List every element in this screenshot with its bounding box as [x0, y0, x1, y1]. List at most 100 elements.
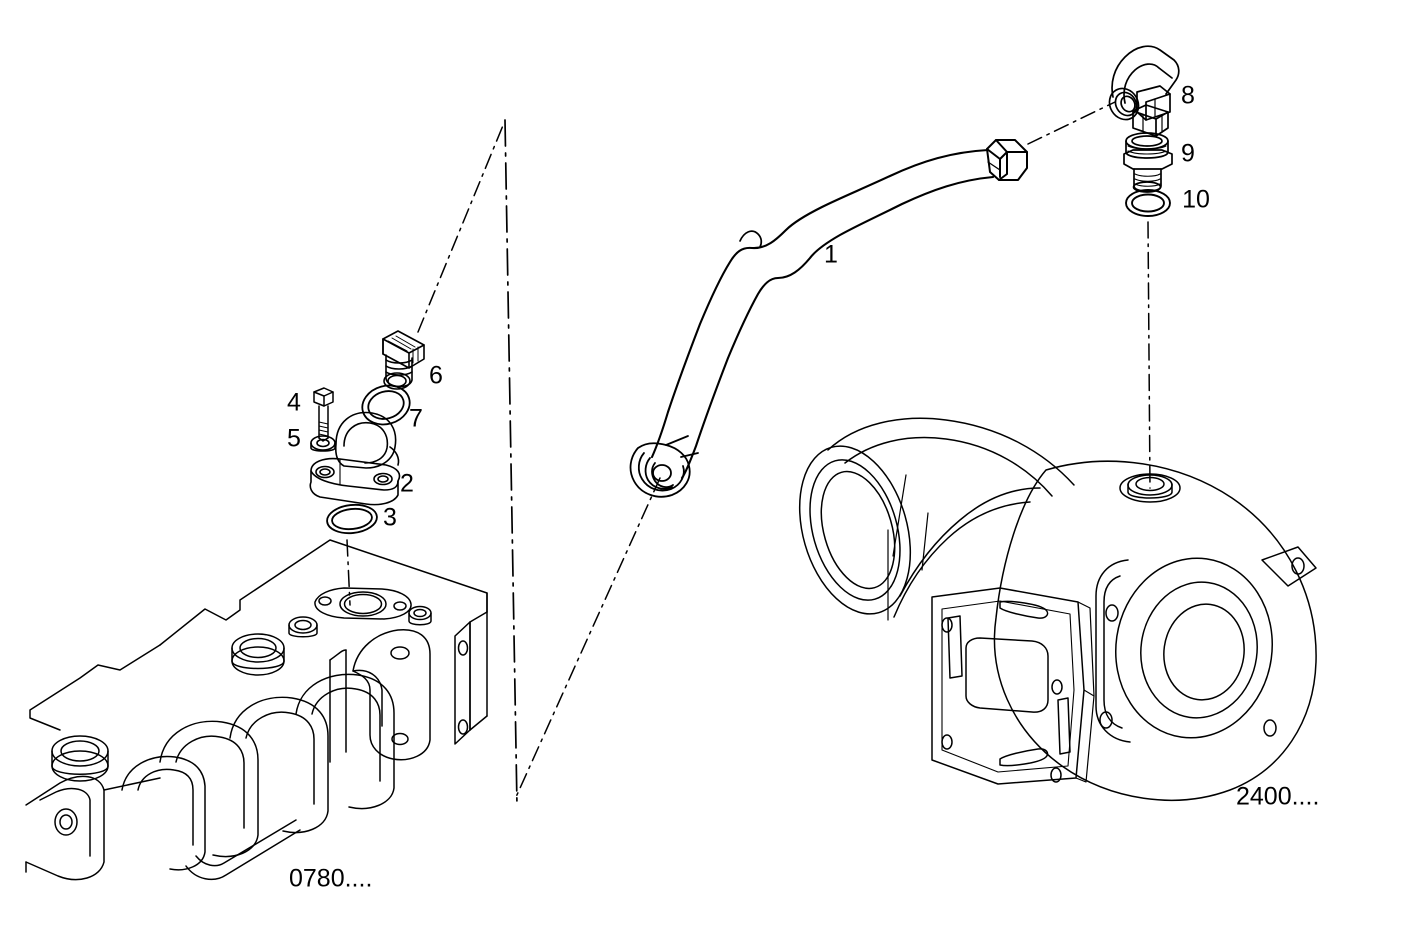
elbow-hex-nut — [1132, 104, 1169, 137]
group-label-left: 0780.... — [289, 865, 372, 893]
skirt-bottom-curve-inner — [195, 819, 297, 867]
callout-7: 7 — [409, 405, 423, 433]
sealing-washer-outer — [1125, 189, 1171, 217]
turbo-bearing-bore — [1163, 603, 1245, 701]
skirt-edge-a — [103, 777, 161, 791]
bolt-tip — [318, 437, 329, 442]
elbow-mouth-inner — [1120, 95, 1136, 113]
bolt-thread-1 — [318, 421, 329, 425]
union-thread-1 — [385, 359, 413, 364]
washer-hole — [316, 438, 330, 448]
turbo-elbow-crease-b — [921, 512, 929, 571]
mount-hole-tl — [941, 617, 953, 633]
banjo-to-head-centerline — [515, 477, 661, 798]
foot-bracket-hole-inner — [59, 814, 73, 830]
left-vertical-centerline — [346, 539, 351, 606]
bearing-flange-left-lug-inner — [1103, 575, 1123, 729]
flange-bolt-hole-right — [373, 472, 393, 486]
pipe-upper-contour — [650, 148, 990, 459]
oil-inlet-boss-outer — [1119, 473, 1181, 503]
bracket-arm-outer — [352, 629, 431, 761]
large-boss-bottom-rim — [231, 646, 285, 676]
elbow-corner-facet — [1145, 93, 1171, 121]
union-hatch-2 — [391, 337, 412, 350]
callout-5: 5 — [287, 425, 301, 453]
large-boss-bore — [239, 637, 277, 659]
banjo-neck-bottom — [680, 452, 699, 458]
foot-bracket-hole — [54, 808, 78, 836]
mount-hole-bl — [941, 734, 953, 750]
turbo-elbow-top-inner — [844, 436, 1053, 497]
small-boss-wall — [288, 624, 318, 638]
oil-outlet-boss-flange — [314, 587, 412, 620]
elbow-upper-arm-inner — [1123, 63, 1173, 104]
upper-nut-mid-facet — [998, 151, 1008, 181]
mount-hole-br — [1050, 767, 1062, 783]
sealing-washer — [1125, 189, 1171, 217]
head-top-deck-left-edge — [29, 644, 161, 731]
center-web-top — [329, 649, 347, 661]
elbow-fitting — [1108, 45, 1180, 137]
threaded-adapter-nipple — [1123, 132, 1173, 193]
turbo-elbow-bottom-inner — [899, 487, 1041, 597]
skirt-bottom-curve — [185, 829, 301, 881]
banjo-ring-2 — [644, 457, 673, 490]
nipple-hex-collar — [1123, 149, 1173, 170]
turbo-elbow-bottom-outer — [893, 501, 1031, 618]
elbow-mouth-outer — [1108, 87, 1140, 121]
pipe-support-bump — [739, 230, 763, 248]
o-ring-3-outer — [326, 503, 378, 535]
union-thread-2 — [385, 365, 413, 370]
rib-arch-3-inner — [245, 711, 315, 805]
foot-bracket-inner — [39, 787, 91, 857]
turbo-elbow-top-outer — [827, 417, 1075, 486]
turbo-mount-flange-plate — [931, 587, 1085, 785]
mount-slot-right-lower — [1057, 697, 1071, 755]
turbo-inlet-flange-mid — [809, 459, 901, 601]
washer-to-turbo-centerline — [1147, 221, 1151, 489]
group-reference-labels: 0780.... 2400.... — [289, 783, 1319, 893]
mount-slot-left-upper — [947, 615, 963, 679]
bolt-hex-head — [313, 387, 334, 407]
upper-nut-hex-body — [986, 139, 1028, 181]
flange-hole-left-upper — [1105, 604, 1119, 622]
bracket-arm-hole-top — [390, 646, 410, 660]
right-vertical-centerline — [1147, 221, 1151, 489]
flange-dome — [334, 411, 397, 469]
callout-1: 1 — [824, 241, 838, 269]
flange-bolt-hole-left — [315, 465, 335, 479]
bolt-thread-2 — [318, 425, 329, 429]
mount-flange-edge-mid — [1083, 689, 1095, 697]
pipe-upper-alignment-centerline — [1027, 101, 1116, 145]
flange-neck-rib — [389, 446, 400, 466]
union-alignment-centerline — [417, 122, 505, 333]
oil-inlet-boss-wall — [1127, 483, 1173, 499]
side-bore-bottom-rim — [51, 750, 109, 782]
elbow-mouth-mid — [1114, 91, 1138, 117]
callout-3: 3 — [383, 504, 397, 532]
union-hex-top-face — [382, 338, 425, 354]
threaded-union-fitting — [382, 330, 425, 390]
callout-6: 6 — [429, 362, 443, 390]
callout-4: 4 — [287, 389, 301, 417]
pipe-lower-alignment-centerline — [515, 477, 661, 798]
nipple-bottom-rim — [1132, 181, 1162, 193]
rib-arch-1 — [121, 755, 206, 871]
flange-base-plate — [309, 457, 401, 506]
turbo-volute-outer — [993, 460, 1317, 801]
sealing-washer-inner — [1131, 193, 1165, 213]
bracket-arm-inner — [352, 669, 383, 727]
oil-supply-pipe — [629, 139, 1028, 498]
flange-hole-bottom-right — [1263, 719, 1277, 737]
washer-thickness — [310, 442, 336, 452]
oil-outlet-flange-housing — [309, 411, 401, 506]
pipe-lower-contour — [680, 175, 995, 480]
pipe-upper-union-nut — [986, 139, 1028, 181]
flange-hole-top-right — [1291, 557, 1305, 575]
mount-slot-bottom — [999, 748, 1049, 767]
flange-dome-inner — [343, 421, 389, 464]
center-separator-centerline — [504, 119, 518, 807]
rib-arch-1-inner — [137, 768, 194, 846]
nut-to-elbow-centerline — [1027, 101, 1116, 145]
